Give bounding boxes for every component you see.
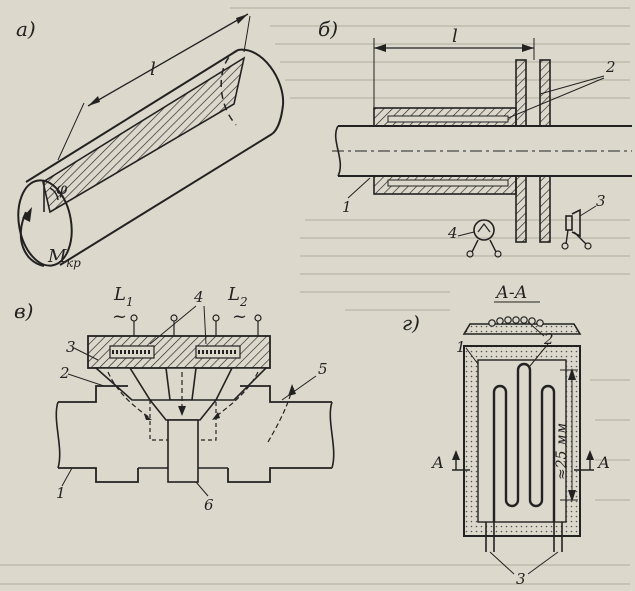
panel-b-label: б): [318, 17, 338, 41]
callout-1-b: 1: [342, 198, 352, 216]
angle-label: φ: [56, 179, 68, 198]
panel-g: г) А-А: [402, 283, 610, 588]
coil-terminals: [130, 314, 262, 336]
callout-6-v: 6: [204, 496, 214, 514]
flux-arrows: [107, 371, 296, 443]
twisted-cylinder: [17, 48, 285, 267]
torque-subscript: кр: [66, 256, 81, 270]
pickup-symbol: [561, 208, 592, 250]
gauge-length-dimension: [560, 368, 578, 502]
callout-4-b: 4: [447, 224, 458, 242]
coil-l2-label: L: [227, 284, 240, 305]
panel-g-label: г): [402, 311, 420, 335]
section-aa-strip: [462, 316, 582, 335]
panel-b: б) l 2: [318, 17, 632, 258]
panel-a: а) φ M кр l: [16, 13, 285, 270]
coil-l2-subscript: 2: [239, 295, 248, 309]
gauge-wire-cross-section: [488, 316, 544, 327]
strain-gauge: [463, 345, 581, 552]
section-title: А-А: [495, 283, 528, 303]
gauge-length-label: ≈25 мм: [554, 423, 570, 480]
length-dimension-b: [373, 38, 535, 110]
callout-2-v: 2: [59, 364, 70, 382]
shaft-v: [55, 385, 335, 483]
callout-3-v: 3: [66, 338, 76, 356]
callout-2-g: 2: [543, 330, 554, 348]
section-marks: [452, 450, 594, 471]
callout-1-g: 1: [456, 338, 466, 356]
shaft: [332, 125, 632, 177]
panel-v: в) L 1 L 2 ~ ~: [14, 284, 335, 514]
coil-l1-subscript: 1: [126, 295, 134, 309]
length-label-b: l: [452, 26, 458, 47]
callout-3-b: 3: [596, 192, 606, 210]
panel-v-label: в): [14, 299, 33, 323]
panel-a-label: а): [16, 17, 36, 41]
background-text-lines: [0, 7, 630, 585]
length-dimension-a: [57, 13, 251, 161]
coil-l1-label: L: [113, 284, 126, 305]
ac-symbol-1: ~: [112, 306, 127, 327]
callout-5-v: 5: [318, 360, 328, 378]
callout-1-v: 1: [56, 484, 66, 502]
callout-3-g: 3: [516, 570, 526, 588]
torque-label: M: [47, 246, 67, 267]
length-label-a: l: [150, 59, 156, 80]
section-mark-right: А: [597, 453, 610, 472]
ac-symbol-2: ~: [232, 306, 247, 327]
lamp-symbol: [466, 219, 502, 258]
callout-2-b: 2: [605, 58, 616, 76]
section-mark-left: А: [431, 453, 444, 472]
callout-4-v: 4: [193, 288, 204, 306]
